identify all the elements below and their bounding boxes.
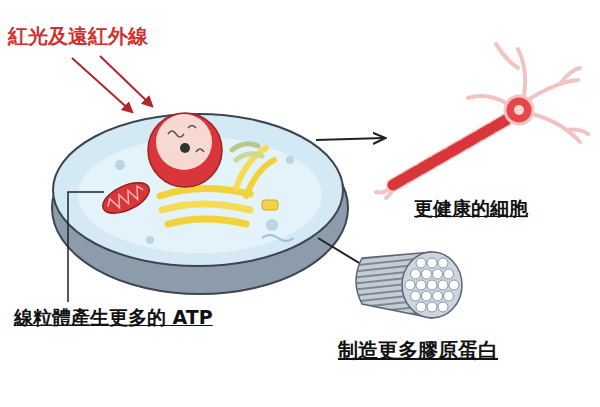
- light-ray: [100, 56, 152, 106]
- mitochondria-label: 線粒體產生更多的 ATP: [14, 306, 213, 329]
- light-ray: [72, 58, 132, 112]
- fibril-end: [427, 280, 437, 290]
- fibril-end: [427, 258, 437, 268]
- nucleus: [148, 113, 222, 187]
- fibril-end: [438, 280, 448, 290]
- fibril-end: [449, 280, 459, 290]
- result-label: 制造更多膠原蛋白: [338, 338, 498, 362]
- fibril-end: [411, 269, 421, 279]
- leader-line: [68, 192, 104, 302]
- fibril-end: [433, 269, 443, 279]
- golgi: [232, 144, 278, 210]
- fibril-end: [416, 302, 426, 312]
- fibril-end: [416, 280, 426, 290]
- fibril-end: [416, 258, 426, 268]
- collagen-fiber: [356, 252, 462, 318]
- fibril-end: [433, 291, 443, 301]
- fibril-end: [438, 258, 448, 268]
- fibril-end: [444, 291, 454, 301]
- fibril-end: [411, 291, 421, 301]
- fibril-end: [427, 302, 437, 312]
- mitochondrion: [98, 177, 153, 220]
- cell: [52, 113, 348, 294]
- result-arrow: [316, 138, 384, 140]
- result-label: 更健康的細胞: [414, 197, 528, 220]
- fibril-end: [444, 269, 454, 279]
- light-label: 紅光及遠紅外線: [8, 24, 148, 48]
- fibril-end: [422, 269, 432, 279]
- fibril-end: [438, 302, 448, 312]
- neuron: [376, 44, 588, 198]
- fibril-end: [422, 291, 432, 301]
- fibril-end: [405, 280, 415, 290]
